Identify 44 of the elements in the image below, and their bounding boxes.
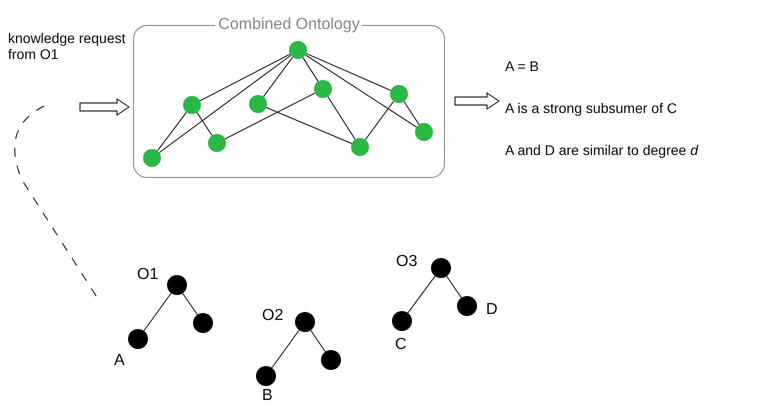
connector-line [266,107,352,144]
hollow-arrow [454,92,500,110]
concept-node [208,134,226,152]
concept-node [351,138,369,156]
connector-line [158,54,292,154]
connector-line [182,292,198,316]
connector-line [200,54,290,102]
tree-node [193,313,213,333]
concept-node [390,85,408,103]
connector-line [327,96,356,140]
request-label: knowledge request from O1 [8,30,126,62]
result-statement: A is a strong subsumer of C [505,99,678,118]
tree-node [321,350,341,370]
result-statement: A and D are similar to degree d [505,141,700,160]
connector-line [196,112,213,136]
connector-line [364,100,394,140]
connector-line [407,276,436,314]
connector-line [310,330,326,352]
connector-line [143,292,172,332]
concept-node [143,149,161,167]
node-label: O3 [396,253,418,271]
connector-line [403,101,420,125]
node-label: C [395,336,407,354]
result-statement: A = B [505,57,540,76]
connector-line [306,53,392,91]
node-label: B [262,387,273,405]
connector-line [224,92,316,140]
connector-line [446,276,462,298]
concept-node [314,80,332,98]
node-label: A [114,352,125,370]
concept-node [183,96,201,114]
connector-line [305,54,417,128]
node-label: O2 [262,307,284,325]
panel-title: Combined Ontology [215,15,363,35]
concept-node [289,41,307,59]
concept-node [249,95,267,113]
concept-node [415,123,433,141]
node-label: D [486,301,498,319]
connector-line [156,112,188,152]
hollow-arrow [80,98,130,116]
connector-line [262,56,294,98]
node-label: O1 [137,266,158,284]
connector-line [271,330,300,368]
connector-line [302,57,319,82]
